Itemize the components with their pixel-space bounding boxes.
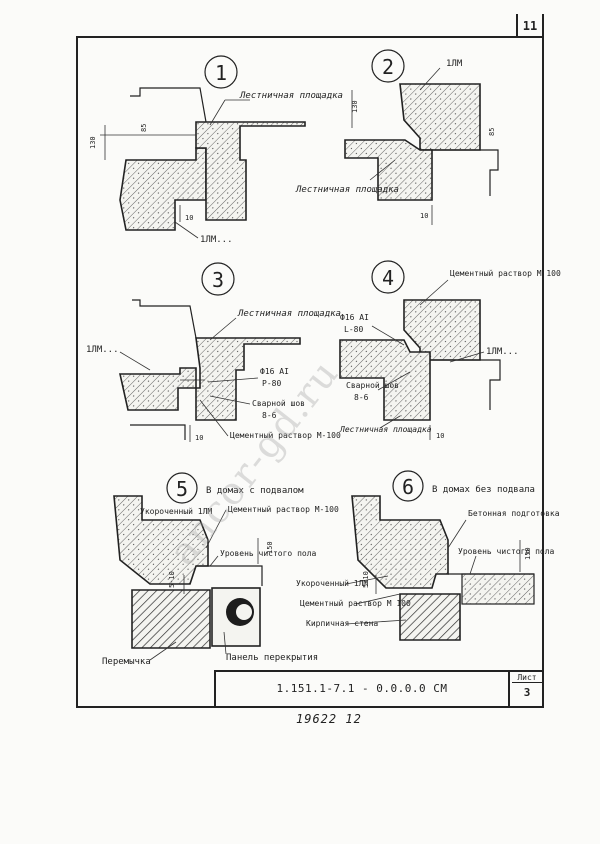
detail-2-dim-130: 130 <box>351 100 359 113</box>
detail-5-lintel-label: Перемычка <box>102 657 151 667</box>
detail-3-marker <box>201 262 235 296</box>
detail-3: 3 10 Лестничная площадка 1ЛМ... Ф16 АI Р… <box>86 262 341 442</box>
detail-3-weld-size: 8-6 <box>262 411 277 420</box>
detail-6-concrete-prep <box>461 573 535 605</box>
document-code: 1.151.1-7.1 - 0.0.0.0 СМ <box>216 672 510 706</box>
archive-number: 19622 12 <box>296 712 362 726</box>
detail-4-number: 4 <box>382 266 394 290</box>
detail-2-number: 2 <box>382 55 394 79</box>
detail-4-dim-10: 10 <box>436 432 444 440</box>
detail-3-rebar-length: Р-80 <box>262 379 281 388</box>
detail-5-reinforced-label: Укороченный 1ЛМ <box>140 507 212 516</box>
detail-1-march-label: 1ЛМ... <box>200 235 233 245</box>
title-block: 1.151.1-7.1 - 0.0.0.0 СМ Лист 3 <box>214 670 544 708</box>
detail-1-dim-10: 10 <box>185 214 193 222</box>
detail-4-march <box>403 299 481 361</box>
detail-2-marker <box>371 49 405 83</box>
sheet-label: Лист <box>512 673 542 683</box>
detail-5-slab-label: Панель перекрытия <box>226 653 318 663</box>
detail-4-rebar-label: Ф16 АI <box>340 313 369 322</box>
detail-3-weld-label: Сварной шов <box>252 399 305 408</box>
detail-6-mortar-label: Цементный раствор М 100 <box>300 599 411 608</box>
detail-5-marker <box>166 472 198 504</box>
detail-1-dim-85: 85 <box>140 124 148 132</box>
detail-1: 1 130 85 10 Лестничная площадка 1ЛМ... <box>89 55 343 245</box>
detail-1-marker <box>204 55 238 89</box>
detail-2-march-label: 1ЛМ <box>446 59 463 69</box>
detail-6-wall-label: Кирпичная стена <box>306 619 378 628</box>
detail-4-rebar-length: L-80 <box>344 325 363 334</box>
detail-6-dim-150: 150 <box>524 547 532 560</box>
detail-1-landing-label: Лестничная площадка <box>239 91 343 101</box>
detail-4-landing-label: Лестничная площадка <box>339 425 432 434</box>
detail-6-concrete-label: Бетонная подготовка <box>468 509 560 518</box>
detail-1-march <box>119 147 207 231</box>
sheet-number: 3 <box>523 686 531 699</box>
detail-2-landing-label: Лестничная площадка <box>295 185 399 195</box>
detail-5-number: 5 <box>176 477 188 501</box>
detail-2-dim-10: 10 <box>420 212 428 220</box>
detail-4-landing <box>339 339 431 421</box>
detail-6-marker <box>392 470 424 502</box>
detail-5: 5 В домах с подвалом 5-10 150 Укороченны… <box>102 472 339 667</box>
detail-6-number: 6 <box>402 475 414 499</box>
corner-sheet-number: 11 <box>516 14 544 38</box>
detail-4-marker <box>371 260 405 294</box>
detail-3-landing <box>195 337 301 421</box>
detail-1-dim-130: 130 <box>89 136 97 149</box>
detail-5-dim-10: 5-10 <box>168 571 176 588</box>
detail-4-mortar-label: Цементный раствор М 100 <box>450 269 561 278</box>
detail-5-lintel <box>131 589 211 649</box>
detail-6: 6 В домах без подвала 150 5-10 Бетонная … <box>296 470 560 641</box>
detail-3-march-label: 1ЛМ... <box>86 345 119 355</box>
detail-5-dim-150: 150 <box>266 541 274 554</box>
detail-5-caption: В домах с подвалом <box>206 486 304 496</box>
detail-1-landing <box>195 121 306 221</box>
detail-3-number: 3 <box>212 268 224 292</box>
detail-3-dim-10: 10 <box>195 434 203 442</box>
detail-4-weld-label: Сварной шов <box>346 381 399 390</box>
detail-1-number: 1 <box>215 61 227 85</box>
detail-3-march <box>119 367 197 411</box>
detail-2-landing <box>344 139 433 201</box>
detail-3-rebar-label: Ф16 АI <box>260 367 289 376</box>
detail-5-floor-label: Уровень чистого пола <box>220 549 317 558</box>
detail-6-floor-label: Уровень чистого пола <box>458 547 555 556</box>
detail-4: 4 10 Цементный раствор М 100 Ф16 АI L-80… <box>339 260 561 440</box>
detail-6-caption: В домах без подвала <box>432 484 535 495</box>
detail-6-reinforced-label: Укороченный 1ЛМ <box>296 579 368 588</box>
detail-4-weld-size: 8-6 <box>354 393 369 402</box>
detail-6-dim-10: 5-10 <box>362 571 370 588</box>
detail-3-mortar-label: Цементный раствор М-100 <box>230 431 341 440</box>
detail-2: 2 130 85 10 1ЛМ Лестничная площадка <box>295 49 499 225</box>
detail-4-march-label: 1ЛМ... <box>486 347 519 357</box>
detail-2-march <box>399 83 481 151</box>
detail-5-mortar-label: Цементный раствор М-100 <box>228 505 339 514</box>
detail-2-dim-85: 85 <box>488 128 496 136</box>
detail-3-landing-label: Лестничная площадка <box>237 309 341 319</box>
detail-6-wall <box>399 593 461 641</box>
